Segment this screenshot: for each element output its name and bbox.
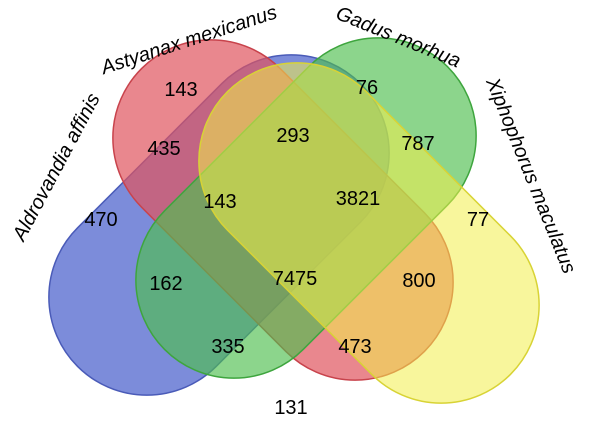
count-aldrovandia-only: 470 (84, 209, 117, 231)
count-astyanax-xiphophorus: 800 (402, 270, 435, 292)
count-aldrovandia-astyanax: 435 (147, 138, 180, 160)
count-aldrovandia-gadus-xiphophorus: 335 (211, 336, 244, 358)
count-aldrovandia-xiphophorus: 131 (274, 397, 307, 419)
count-all-four: 7475 (273, 268, 318, 290)
count-astyanax-gadus-xiphophorus: 3821 (336, 188, 381, 210)
count-aldrovandia-gadus: 162 (149, 273, 182, 295)
count-astyanax-gadus: 293 (276, 125, 309, 147)
count-xiphophorus-only: 77 (467, 209, 489, 231)
count-aldrovandia-astyanax-gadus: 143 (203, 191, 236, 213)
count-aldrovandia-astyanax-xiphophorus: 473 (338, 336, 371, 358)
count-astyanax-only: 143 (164, 79, 197, 101)
count-gadus-xiphophorus: 787 (401, 133, 434, 155)
count-gadus-only: 76 (356, 77, 378, 99)
